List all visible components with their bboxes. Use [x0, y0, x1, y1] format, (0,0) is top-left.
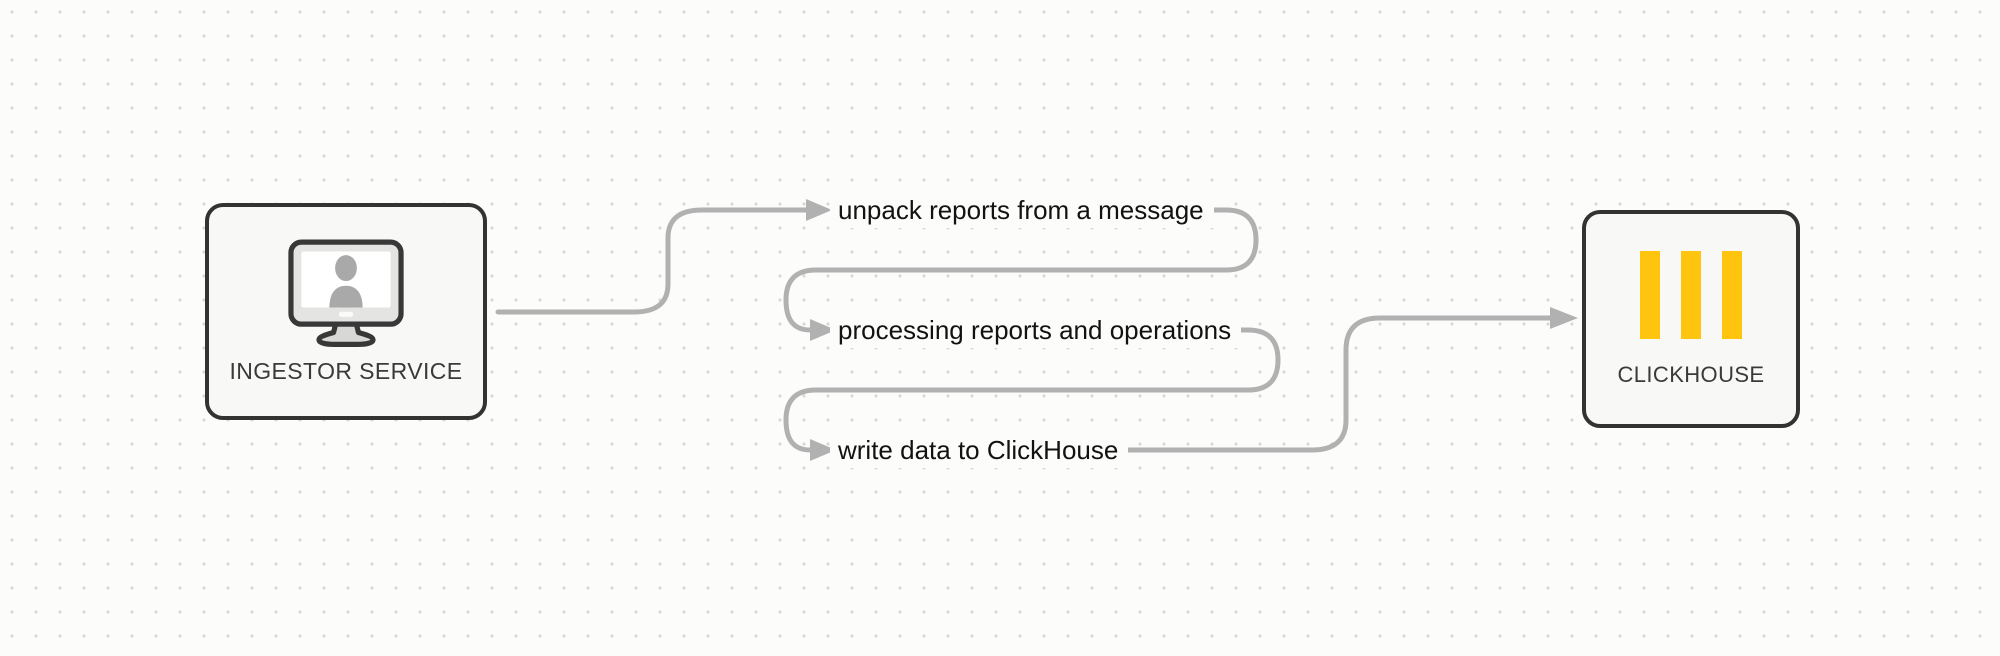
step-label-unpack-reports: unpack reports from a message: [830, 192, 1214, 228]
monitor-user-icon: [288, 239, 404, 347]
connector-step1-to-step2: [783, 207, 1259, 333]
arrowhead-step1: [806, 199, 832, 221]
clickhouse-bar: [1640, 250, 1660, 339]
step-label-processing-reports: processing reports and operations: [830, 312, 1242, 348]
clickhouse-bars-logo: [1640, 250, 1742, 339]
ingestor-service-label: INGESTOR SERVICE: [229, 357, 463, 384]
connector-ingestor-to-step1: [495, 207, 809, 315]
connector-step3-to-clickhouse: [1119, 315, 1553, 453]
clickhouse-bar: [1681, 250, 1701, 339]
node-clickhouse: CLICKHOUSE: [1582, 210, 1800, 428]
arrowhead-step2: [810, 319, 836, 341]
arrowhead-step3: [810, 439, 836, 461]
clickhouse-label: CLICKHOUSE: [1617, 361, 1765, 387]
connector-step2-to-step3: [783, 327, 1281, 453]
step-label-write-data: write data to ClickHouse: [830, 432, 1129, 468]
arrowhead-clickhouse: [1550, 307, 1578, 329]
clickhouse-bar: [1722, 250, 1742, 339]
node-ingestor-service: INGESTOR SERVICE: [205, 203, 487, 420]
